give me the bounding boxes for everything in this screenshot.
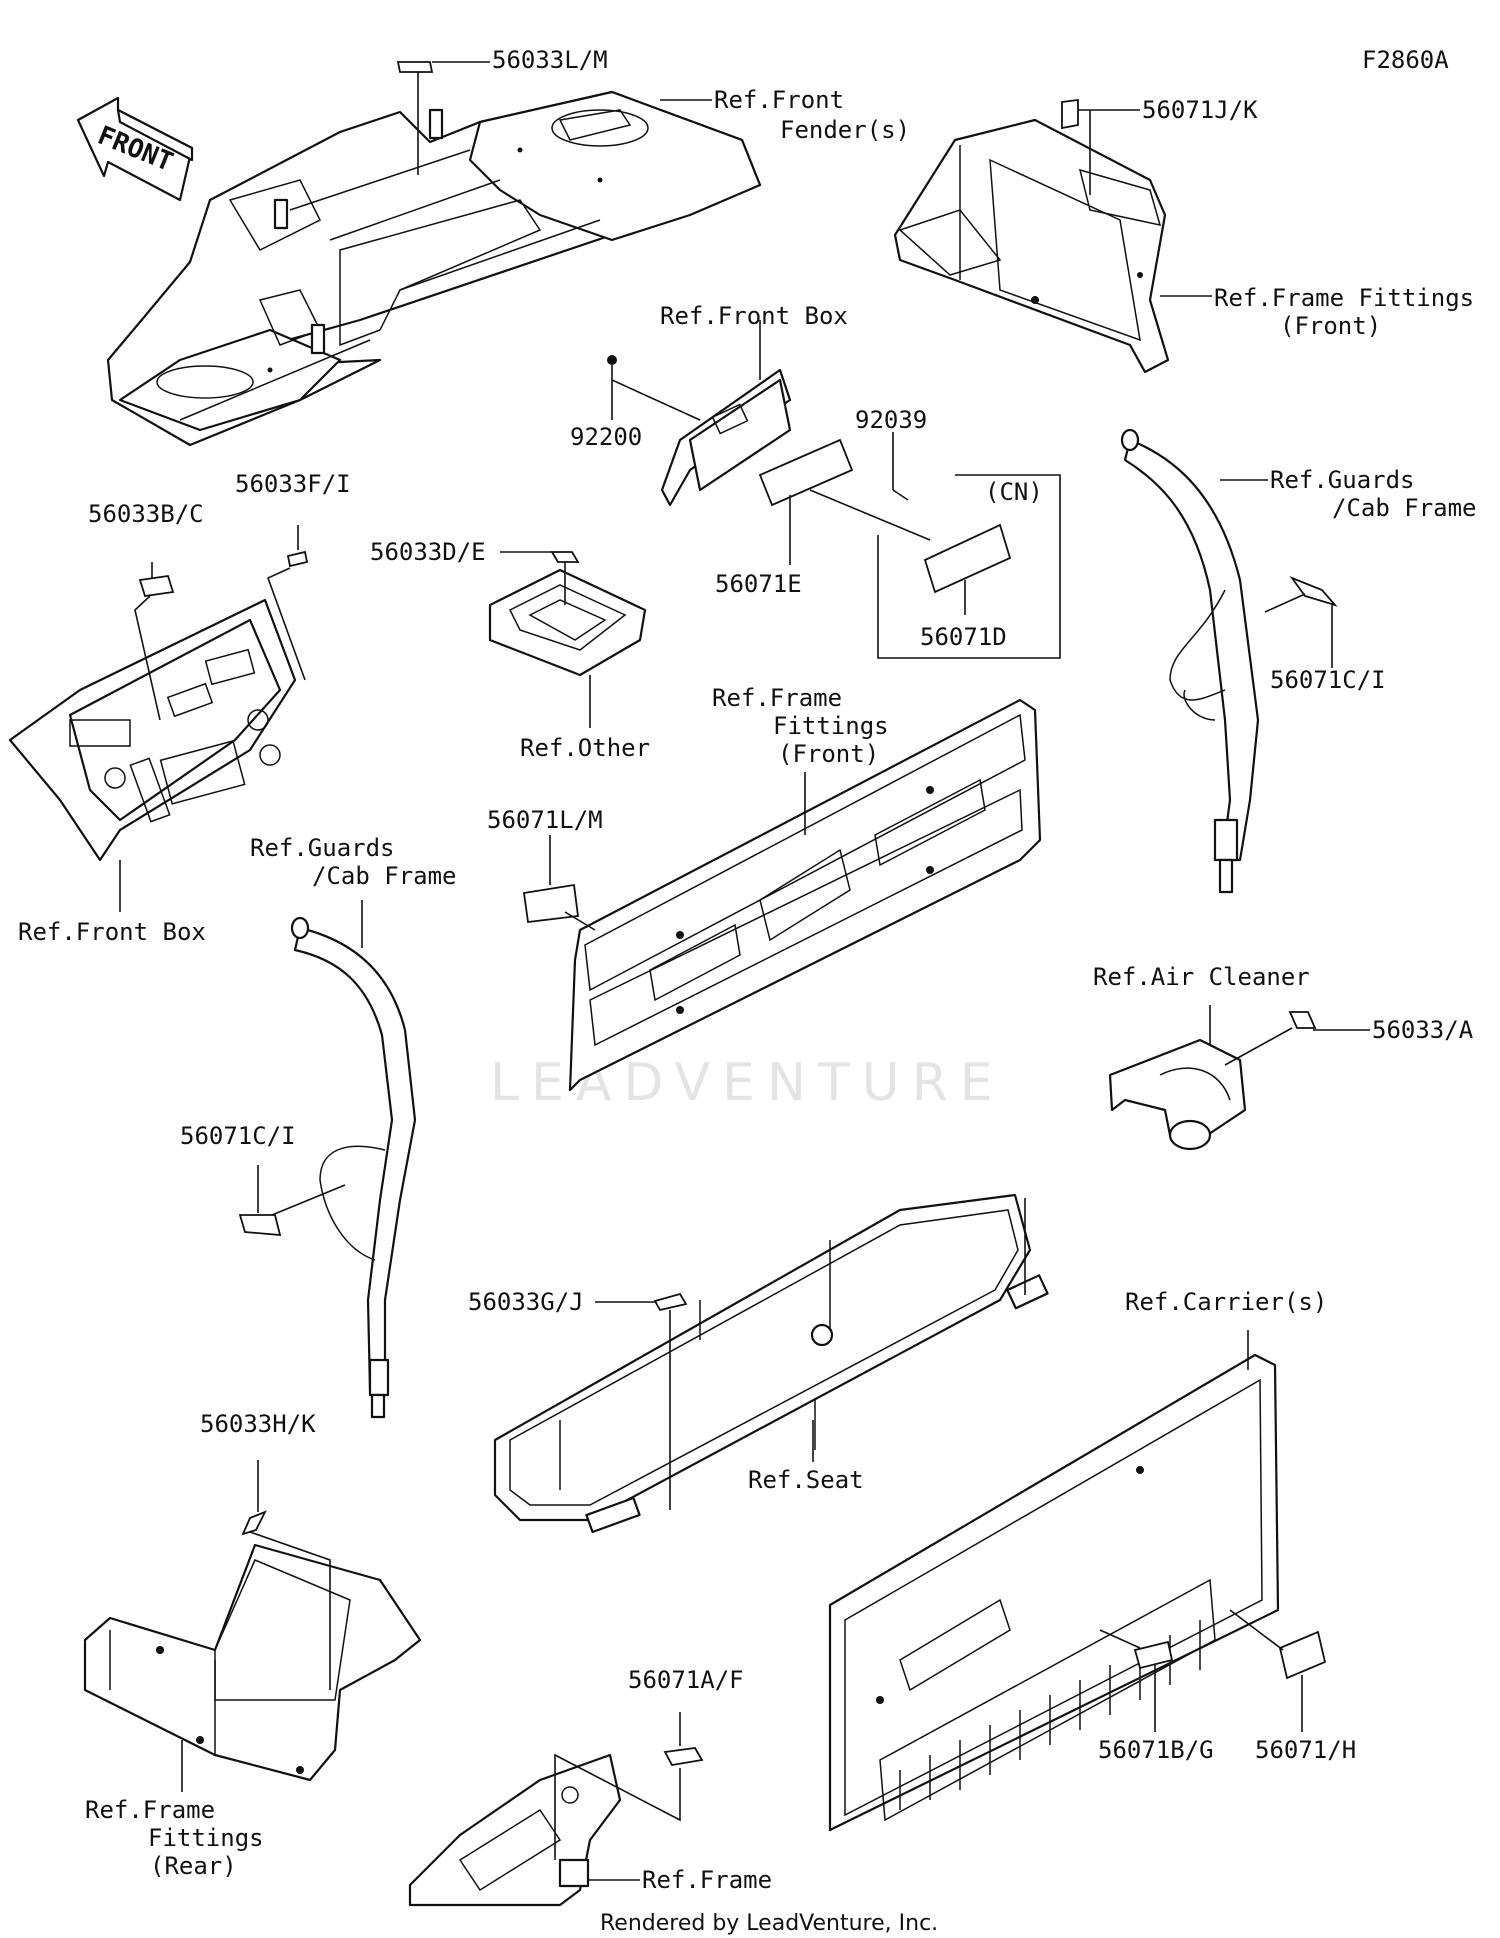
label-92200: 92200 xyxy=(570,423,642,451)
decal-56033A xyxy=(1288,1011,1317,1029)
decal-56071BG xyxy=(1133,1640,1174,1670)
dash-front-box xyxy=(8,598,297,862)
label-ref-guards-cab-2b: /Cab Frame xyxy=(312,862,457,890)
label-56071LM: 56071L/M xyxy=(487,806,603,834)
label-56071BG: 56071B/G xyxy=(1098,1736,1214,1764)
label-ref-frame-fittings-front-1b: (Front) xyxy=(1280,312,1381,340)
guard-cab-frame-left xyxy=(290,916,417,1419)
decal-56071E xyxy=(758,438,854,507)
seat-frame xyxy=(493,1193,1049,1534)
decal-56071H xyxy=(1278,1630,1327,1680)
label-cn: (CN) xyxy=(985,478,1043,506)
label-56071CI-1: 56071C/I xyxy=(1270,666,1386,694)
label-56071D: 56071D xyxy=(920,623,1007,651)
shift-boot-cover xyxy=(488,568,647,677)
frame-fittings-front-top xyxy=(893,118,1170,374)
front-direction-arrow: FRONT xyxy=(76,96,194,202)
decal-56033LM xyxy=(396,61,434,73)
label-56033DE: 56033D/E xyxy=(370,538,486,566)
cn-variant-box: (CN) 56071D xyxy=(877,474,1061,659)
label-ref-front-fender-2: Fender(s) xyxy=(780,116,910,144)
label-ref-front-box-2: Ref.Front Box xyxy=(18,918,206,946)
diagram-code: F2860A xyxy=(1362,46,1449,74)
label-ref-seat: Ref.Seat xyxy=(748,1466,864,1494)
front-box-lid xyxy=(660,368,792,507)
decal-56033FI xyxy=(286,550,309,568)
label-ref-frame: Ref.Frame xyxy=(642,1866,772,1894)
label-ref-frame-fittings-rear-1: Ref.Frame xyxy=(85,1796,215,1824)
label-ref-frame-fittings-front-2c: (Front) xyxy=(778,740,879,768)
label-56033BC: 56033B/C xyxy=(88,500,204,528)
label-ref-front-fender-1: Ref.Front xyxy=(714,86,844,114)
label-56071CI-2: 56071C/I xyxy=(180,1122,296,1150)
label-ref-carrier: Ref.Carrier(s) xyxy=(1125,1288,1327,1316)
label-ref-guards-cab-1b: /Cab Frame xyxy=(1332,494,1477,522)
label-56071JK: 56071J/K xyxy=(1142,96,1258,124)
decal-56071CI-right xyxy=(1289,576,1338,607)
part-92200 xyxy=(607,355,617,365)
decal-56033BC xyxy=(138,575,175,597)
label-56033LM: 56033L/M xyxy=(492,46,608,74)
label-56071E: 56071E xyxy=(715,570,802,598)
label-56071AF: 56071A/F xyxy=(628,1666,744,1694)
label-56033A: 56033/A xyxy=(1372,1016,1474,1044)
decal-56033HK xyxy=(241,1510,267,1536)
frame-bottom xyxy=(408,1753,622,1907)
watermark: LEADVENTURE xyxy=(490,1053,1005,1113)
label-ref-guards-cab-1a: Ref.Guards xyxy=(1270,466,1415,494)
label-92039: 92039 xyxy=(855,406,927,434)
decal-56071AF xyxy=(663,1747,704,1766)
credit-text: Rendered by LeadVenture, Inc. xyxy=(600,1911,938,1936)
guard-cab-frame-right xyxy=(1120,428,1260,894)
label-ref-frame-fittings-front-1a: Ref.Frame Fittings xyxy=(1214,284,1474,312)
air-cleaner xyxy=(1108,1038,1247,1151)
label-ref-frame-fittings-front-2b: Fittings xyxy=(773,712,889,740)
floor-fender-assembly xyxy=(106,90,762,447)
label-ref-frame-fittings-rear-3: (Rear) xyxy=(150,1852,237,1880)
decal-56033GJ xyxy=(653,1292,688,1312)
label-ref-guards-cab-2a: Ref.Guards xyxy=(250,834,395,862)
decal-56033DE xyxy=(550,551,580,563)
label-ref-frame-fittings-rear-2: Fittings xyxy=(148,1824,264,1852)
label-56071H: 56071/H xyxy=(1255,1736,1356,1764)
decal-56071LM xyxy=(522,883,580,923)
label-ref-air-cleaner: Ref.Air Cleaner xyxy=(1093,963,1310,991)
label-56033HK: 56033H/K xyxy=(200,1410,316,1438)
decal-56071JK xyxy=(1061,98,1079,130)
label-ref-front-box-1: Ref.Front Box xyxy=(660,302,848,330)
decal-56071D xyxy=(923,523,1012,594)
label-56033GJ: 56033G/J xyxy=(468,1288,584,1316)
label-ref-frame-fittings-front-2a: Ref.Frame xyxy=(712,684,842,712)
label-ref-other: Ref.Other xyxy=(520,734,650,762)
frame-fittings-rear xyxy=(83,1543,422,1782)
decal-56071CI-left xyxy=(238,1214,282,1237)
frame-fittings-front-panel xyxy=(568,698,1042,1092)
label-56033FI: 56033F/I xyxy=(235,470,351,498)
